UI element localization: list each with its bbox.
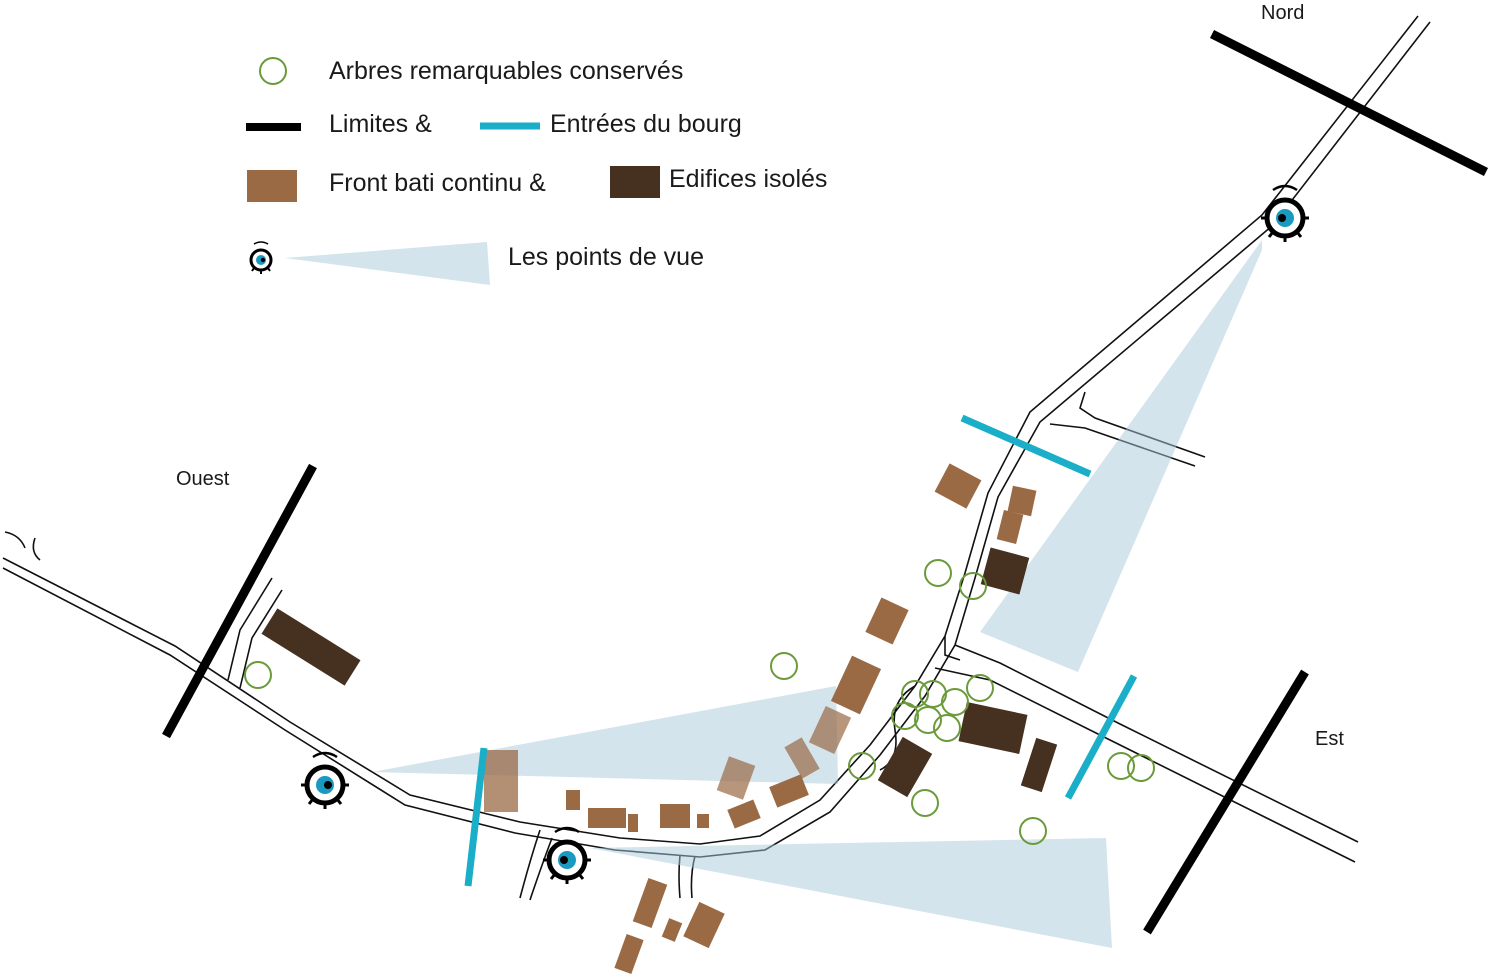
front-bati-building <box>716 756 756 800</box>
compass-north-label: Nord <box>1261 2 1305 24</box>
front-bati-building <box>727 799 761 829</box>
eye-icon <box>301 751 349 809</box>
eye-icon <box>543 826 591 884</box>
west-stub <box>4 531 26 549</box>
tree-circle-icon <box>924 559 952 587</box>
isolated-buildings <box>261 547 1058 798</box>
front-bati-building <box>588 808 626 828</box>
legend-front-swatch <box>247 170 297 202</box>
front-bati-building <box>628 814 638 832</box>
tree-circle-icon <box>966 674 994 702</box>
front-bati-building <box>484 750 518 812</box>
entries <box>464 414 1138 887</box>
tree-circle-icon <box>914 706 942 734</box>
isolated-building <box>261 608 361 686</box>
tree-circle-icon <box>941 688 969 716</box>
front-bati-building <box>632 877 668 929</box>
legend-isolated-label: Edifices isolés <box>669 165 828 193</box>
tree-circle-icon <box>770 652 798 680</box>
viewpoints <box>301 184 1309 884</box>
trees <box>244 559 1155 845</box>
view-cone-west <box>372 686 838 784</box>
isolated-building <box>1020 737 1058 793</box>
eye-icon <box>1261 184 1309 242</box>
legend-front-label: Front bati continu & <box>329 169 546 197</box>
front-bati-building <box>830 655 882 715</box>
west-local-road <box>227 577 273 681</box>
tree-circle-icon <box>933 714 961 742</box>
isolated-building <box>980 547 1030 595</box>
legend-eye-icon <box>249 241 273 274</box>
legend-entries-label: Entrées du bourg <box>550 110 742 138</box>
legend-limits-label: Limites & <box>329 110 432 138</box>
compass-east-label: Est <box>1315 728 1344 750</box>
front-bati-building <box>934 463 982 509</box>
legend-trees-label: Arbres remarquables conservés <box>329 57 684 85</box>
legend-tree-icon <box>259 57 287 85</box>
limit-north <box>1209 29 1489 177</box>
legend-symbols <box>246 57 660 274</box>
front-bati-building <box>1007 485 1037 517</box>
front-bati-buildings <box>484 463 1037 974</box>
entry-west <box>464 747 488 887</box>
south-stub-2 <box>529 837 553 901</box>
inner-road <box>944 636 961 661</box>
main-road-edge-lower <box>2 21 1431 858</box>
west-local-road-2 <box>239 589 283 689</box>
front-bati-building <box>808 705 852 755</box>
view-cone-south <box>590 838 1112 948</box>
main-road-edge-upper <box>2 15 1419 845</box>
roads <box>2 15 1431 901</box>
front-bati-building <box>865 597 909 645</box>
front-bati-building <box>784 737 820 779</box>
tree-circle-icon <box>1107 752 1135 780</box>
front-bati-building <box>661 918 683 942</box>
legend-viewpoints-label: Les points de vue <box>508 243 704 271</box>
compass-west-label: Ouest <box>176 468 230 490</box>
isolated-building <box>877 736 933 798</box>
tree-circle-icon <box>911 789 939 817</box>
view-cones <box>285 240 1262 948</box>
isolated-building <box>958 701 1028 755</box>
limit-west <box>162 463 317 739</box>
tree-circle-icon <box>959 572 987 600</box>
front-bati-building <box>566 790 580 810</box>
view-cone-legend <box>285 242 490 285</box>
east-road-edge-lower <box>934 667 1356 863</box>
west-stub-2 <box>32 537 41 561</box>
front-bati-building <box>697 814 709 828</box>
legend-isolated-swatch <box>610 166 660 198</box>
entry-east <box>1064 674 1138 800</box>
tree-circle-icon <box>244 661 272 689</box>
view-cone-north <box>980 240 1262 672</box>
tree-circle-icon <box>1127 754 1155 782</box>
tree-circle-icon <box>848 752 876 780</box>
front-bati-building <box>683 901 725 949</box>
front-bati-building <box>614 934 644 974</box>
tree-circle-icon <box>1019 817 1047 845</box>
south-stub-1 <box>519 829 541 899</box>
entry-north <box>960 414 1092 478</box>
tree-circle-icon <box>891 702 919 730</box>
front-bati-building <box>660 804 690 828</box>
limits <box>162 29 1489 935</box>
front-bati-building <box>996 510 1024 544</box>
front-bati-building <box>769 774 809 808</box>
limit-east <box>1143 669 1309 935</box>
